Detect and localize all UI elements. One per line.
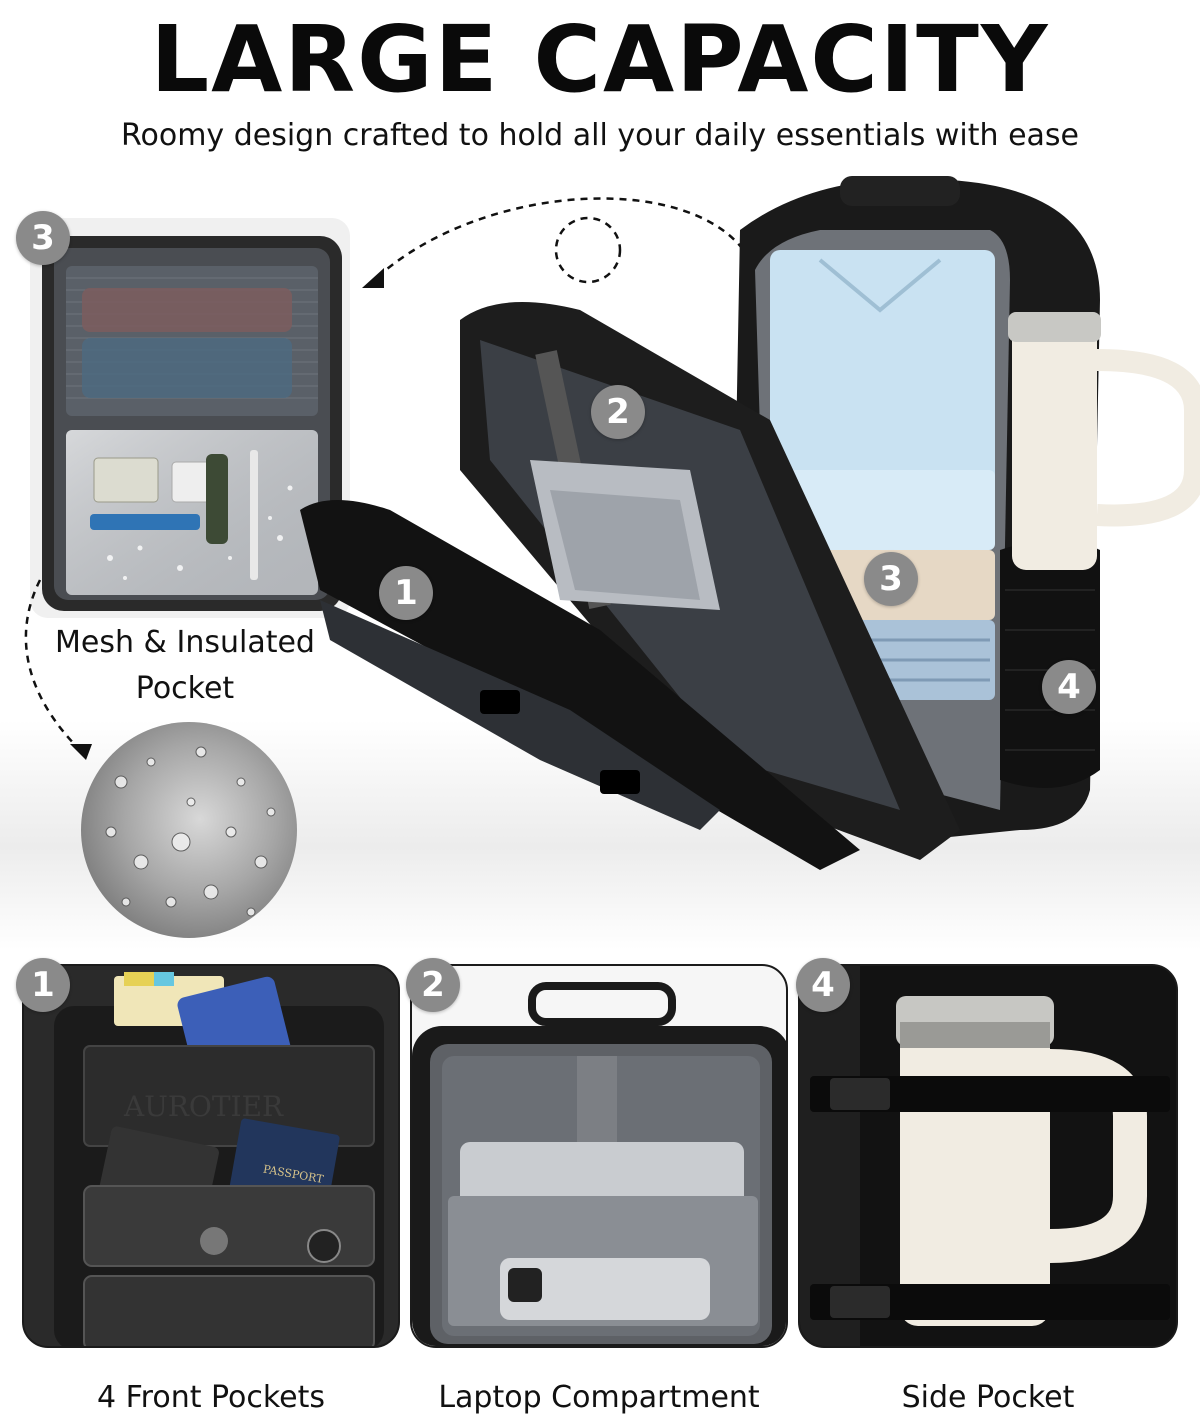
panel-front-pockets: AUROTIER PASSPORT [22,964,400,1348]
panel-3-caption: Side Pocket [901,1380,1075,1415]
patch-brand-text: AUROTIER [123,1090,284,1123]
hero-badge-1: 1 [379,566,433,620]
laptop-compartment-illustration [412,982,786,1346]
dashed-arrows [24,197,752,760]
open-backpack-illustration [300,176,1200,870]
panel-2-caption: Laptop Compartment [438,1380,760,1415]
front-pockets-illustration: AUROTIER PASSPORT [54,972,384,1346]
inset-caption: Mesh & Insulated Pocket [55,625,315,706]
inset-mesh-pocket [30,218,350,618]
panel-1-badge: 1 [16,958,70,1012]
side-pocket-illustration [800,966,1176,1346]
droplets-illustration [105,746,276,917]
hero-badge-4: 4 [1042,660,1096,714]
panel-2-badge: 2 [406,958,460,1012]
panel-side-pocket [798,964,1178,1348]
mesh-pocket-illustration [42,236,342,611]
page-title: LARGE CAPACITY [150,6,1050,113]
hero-badge-3: 3 [864,552,918,606]
inset-badge: 3 [16,211,70,265]
waterproof-detail-circle [81,722,297,938]
hero-badge-2: 2 [591,385,645,439]
panel-3-badge: 4 [796,958,850,1012]
hero-backpack [300,170,1200,910]
page-subtitle: Roomy design crafted to hold all your da… [120,118,1079,153]
panel-laptop-compartment [410,964,788,1348]
panel-1-caption: 4 Front Pockets [96,1380,326,1415]
